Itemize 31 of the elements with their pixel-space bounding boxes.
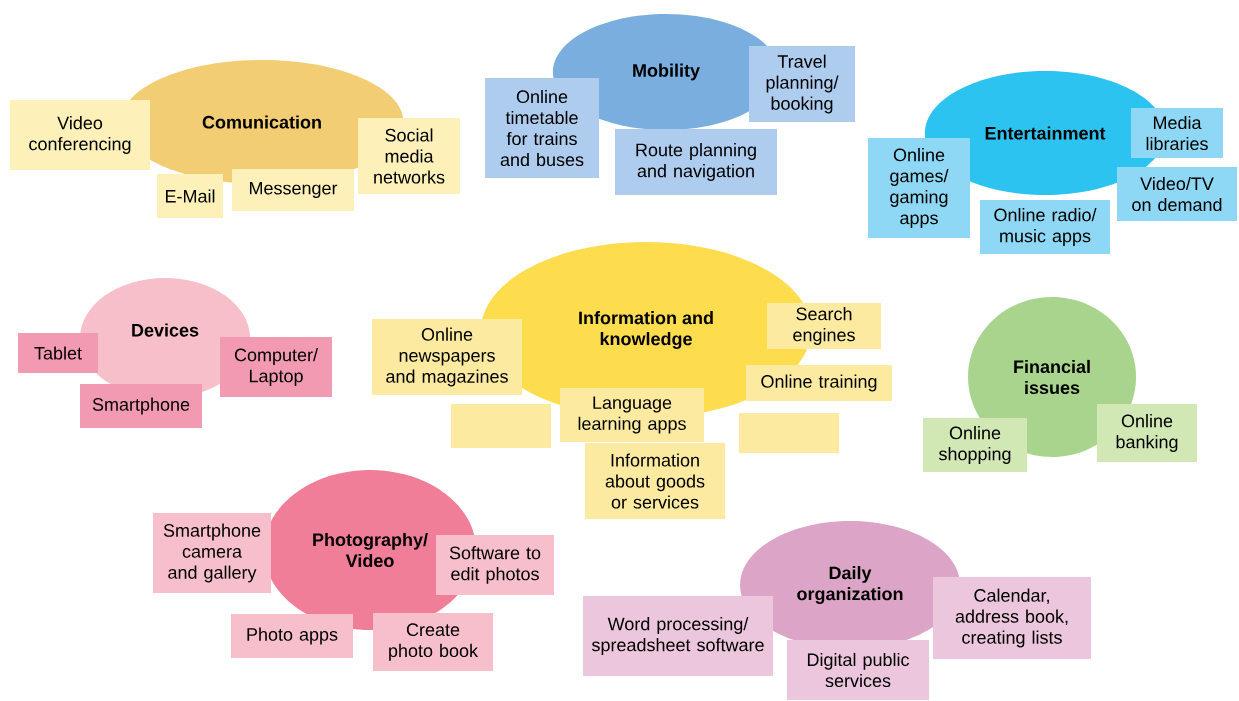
note-box: Messenger	[232, 169, 354, 211]
note-box: Online radio/ music apps	[980, 200, 1110, 254]
note-box: Online shopping	[923, 418, 1027, 472]
note-box: Smartphone	[80, 384, 202, 428]
note-box: Search engines	[767, 303, 881, 349]
note-box: Language learning apps	[560, 388, 704, 442]
note-box: Social media networks	[358, 118, 460, 194]
note-box: Computer/ Laptop	[220, 337, 332, 397]
note-box	[451, 404, 551, 448]
note-box: Word processing/ spreadsheet software	[583, 596, 773, 676]
note-box	[739, 413, 839, 453]
note-box: E-Mail	[157, 174, 223, 218]
note-box: Calendar, address book, creating lists	[933, 577, 1091, 659]
note-box: Digital public services	[787, 640, 929, 700]
note-box: Online newspapers and magazines	[372, 319, 522, 395]
note-box: Travel planning/ booking	[749, 46, 855, 122]
note-box: Photo apps	[231, 614, 353, 658]
node-label: Information about goods or services	[605, 453, 705, 509]
note-box: Online games/ gaming apps	[868, 138, 970, 238]
note-box: Online training	[746, 365, 892, 401]
note-box: Smartphone camera and gallery	[153, 513, 271, 593]
note-box: Create photo book	[373, 613, 493, 671]
note-box: Media libraries	[1131, 108, 1223, 158]
note-box: Route planning and navigation	[615, 129, 777, 195]
note-box: Software to edit photos	[436, 535, 554, 595]
note-box: Tablet	[18, 333, 98, 373]
note-box: Video/TV on demand	[1117, 167, 1237, 221]
note-box: Online banking	[1097, 404, 1197, 462]
note-box: Information about goods or services	[585, 443, 725, 519]
note-box: Online timetable for trains and buses	[485, 78, 599, 178]
note-box: Video conferencing	[10, 100, 150, 170]
